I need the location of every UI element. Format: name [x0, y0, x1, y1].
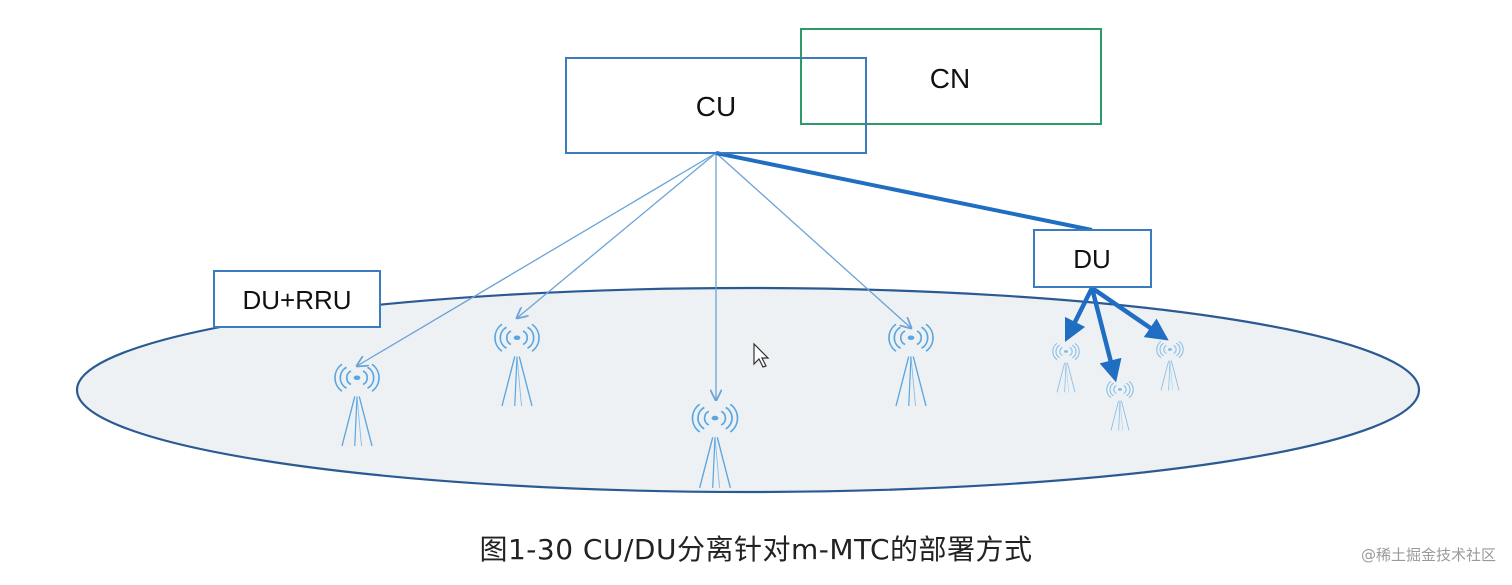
du-rru-box	[213, 270, 381, 328]
mouse-cursor-icon	[753, 342, 770, 368]
deployment-diagram: CN CU DU DU+RRU	[75, 28, 1421, 494]
cu-label: CU	[696, 91, 736, 122]
link-du-antenna-b	[1089, 287, 1122, 383]
link-cu-antenna-4	[715, 152, 911, 328]
cu-links	[357, 152, 911, 400]
du-label: DU	[1073, 244, 1111, 274]
du-box	[1033, 229, 1152, 288]
link-du-antenna-c	[1090, 286, 1169, 341]
cn-label: CN	[930, 63, 970, 94]
du-rru-label: DU+RRU	[242, 285, 351, 315]
cn-box	[800, 28, 1102, 125]
figure-caption: 图1-30 CU/DU分离针对m-MTC的部署方式	[479, 533, 1033, 566]
link-du-antenna-a	[1064, 286, 1095, 343]
link-cu-antenna-1	[357, 152, 717, 366]
du-rru-node: DU+RRU	[213, 270, 381, 328]
cn-node: CN	[800, 28, 1102, 125]
du-node: DU	[1033, 229, 1152, 288]
link-cu-antenna-2	[517, 152, 717, 318]
du-links	[1064, 286, 1169, 383]
watermark: @稀土掘金技术社区	[1360, 546, 1496, 564]
link-cu-du	[715, 151, 1093, 232]
cu-node: CU	[565, 57, 867, 154]
cu-box	[565, 57, 867, 154]
